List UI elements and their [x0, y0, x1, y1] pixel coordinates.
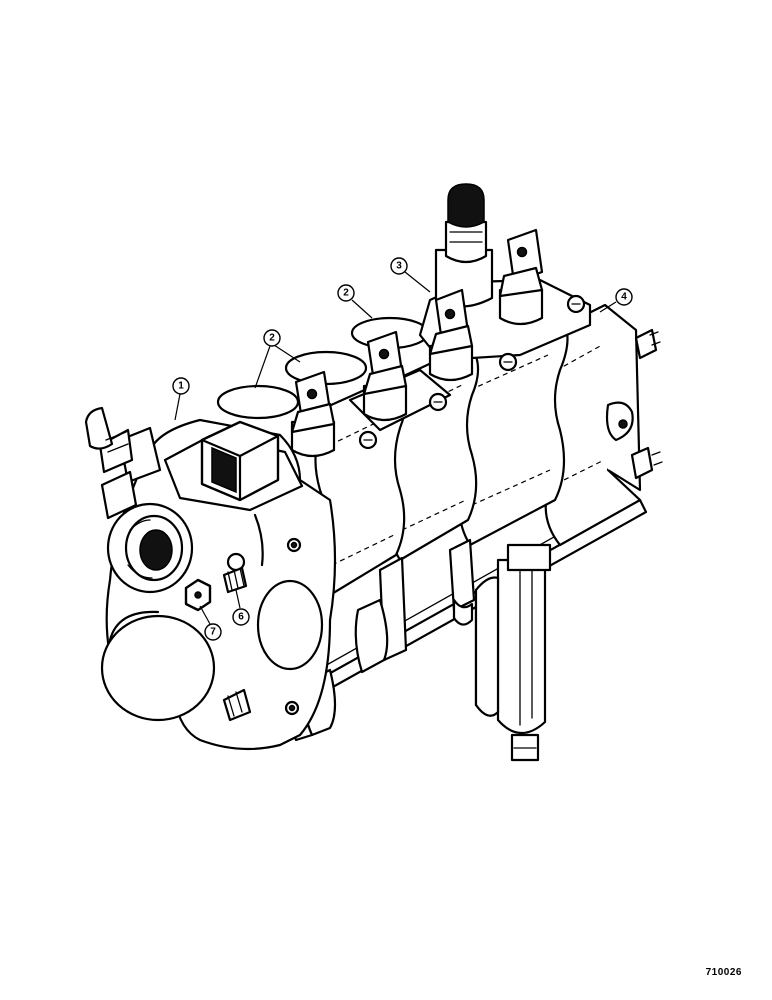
callout-6-label: 6 [238, 612, 244, 623]
relief-valve-cap [434, 183, 494, 308]
callout-3-label: 3 [396, 261, 402, 272]
valve-section-3 [448, 313, 569, 626]
callout-3: 3 [390, 257, 431, 293]
callout-2a-label: 2 [269, 333, 275, 344]
inlet-section [84, 406, 337, 751]
callout-6: 6 [232, 589, 250, 626]
spool-end-3 [428, 288, 474, 382]
spool-end-1 [290, 370, 336, 458]
callout-4: 4 [599, 288, 633, 313]
callout-2a: 2 [254, 329, 301, 389]
spool-end-2 [362, 330, 408, 422]
callout-4-label: 4 [621, 292, 627, 303]
figure-id: 710026 [705, 967, 742, 978]
callout-2b: 2 [337, 284, 373, 319]
detent-cylinder [474, 543, 552, 762]
spool-end-4 [498, 228, 544, 326]
callout-1: 1 [172, 377, 190, 421]
callout-1-label: 1 [178, 381, 184, 392]
callout-7-label: 7 [210, 627, 216, 638]
callout-7: 7 [199, 605, 222, 641]
callout-2b-label: 2 [343, 288, 349, 299]
